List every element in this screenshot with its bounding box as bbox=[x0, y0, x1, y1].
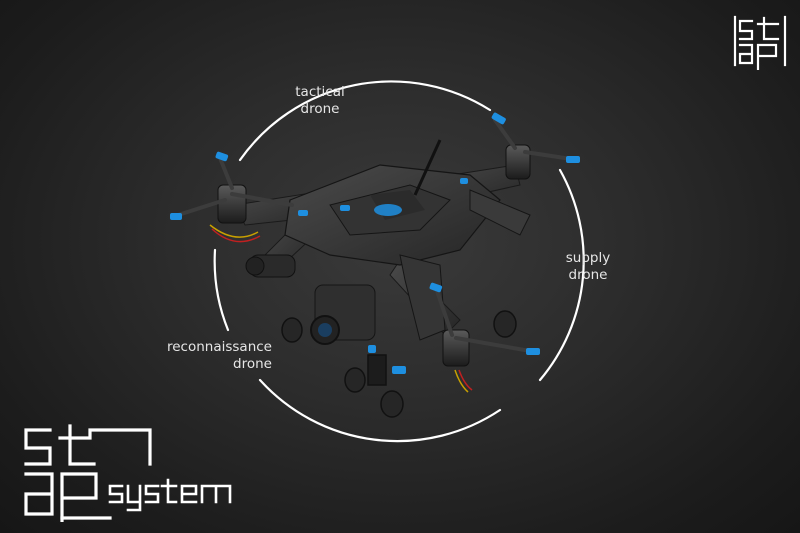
label-tactical-line2: drone bbox=[300, 101, 340, 117]
label-recon-line1: reconnaissance bbox=[166, 339, 272, 355]
drone-body bbox=[284, 139, 531, 341]
label-supply-line2: drone bbox=[568, 267, 608, 283]
landing-gear bbox=[281, 310, 517, 418]
label-supply-drone: supply drone bbox=[548, 250, 628, 284]
blue-accents bbox=[170, 112, 580, 374]
stap-system-logo bbox=[24, 424, 232, 522]
label-tactical-line1: tactical bbox=[295, 84, 345, 100]
ring-arc-bottom bbox=[258, 378, 502, 443]
label-supply-line1: supply bbox=[565, 250, 611, 266]
ring-arc-left bbox=[213, 248, 230, 332]
label-tactical-drone: tactical drone bbox=[270, 84, 370, 118]
drone-wires bbox=[209, 224, 473, 393]
ring-arc-top bbox=[238, 80, 492, 162]
corner-stap-logo bbox=[733, 15, 787, 70]
ring-arc-right bbox=[538, 168, 585, 382]
camera-gimbal bbox=[245, 254, 376, 345]
label-reconnaissance-drone: reconnaissance drone bbox=[122, 339, 272, 373]
label-recon-line2: drone bbox=[233, 356, 272, 372]
